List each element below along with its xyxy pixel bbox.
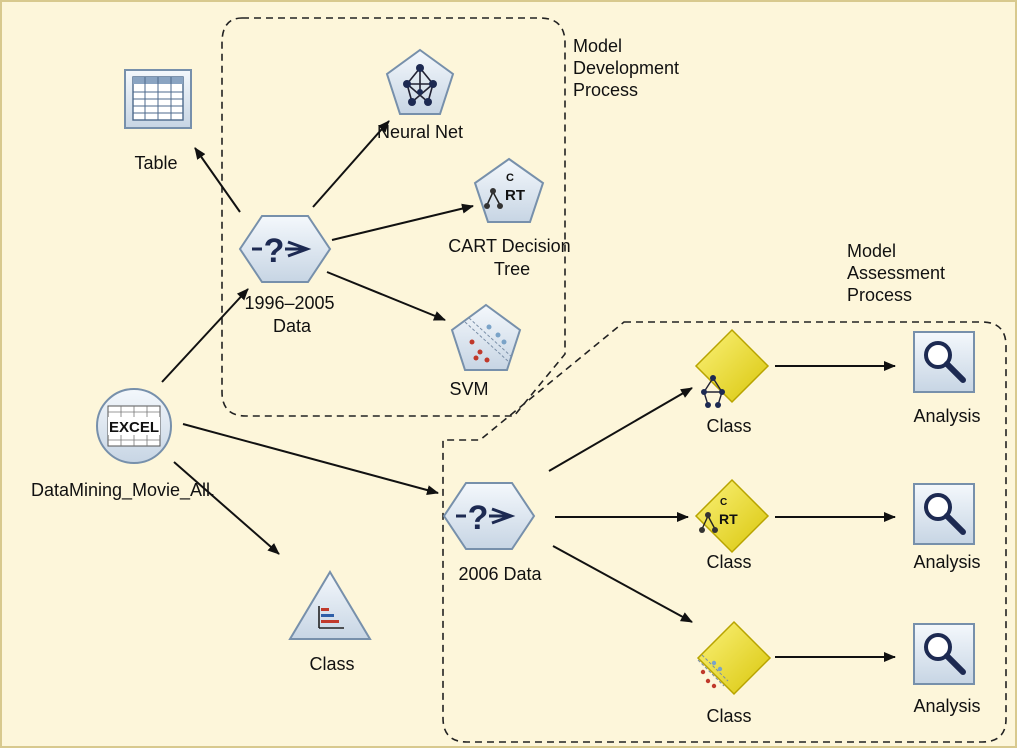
excel-source-node[interactable]: EXCEL DataMining_Movie_All.	[31, 388, 215, 501]
arrow-excel-to-classdist	[173, 461, 280, 555]
analysis-label-1: Analysis	[913, 406, 980, 426]
svm-model-nugget-icon	[696, 620, 772, 696]
svg-text:C: C	[506, 172, 514, 184]
class-distribution-label: Class	[309, 654, 354, 674]
cart-model-nugget-icon: C RT	[694, 478, 770, 554]
svm-class-label: Class	[706, 706, 751, 726]
analysis-node-3[interactable]: Analysis	[913, 623, 981, 716]
cart-node[interactable]: C RT CART Decision Tree	[448, 157, 575, 279]
connectors	[161, 120, 896, 662]
select-filter-icon: ?	[238, 215, 332, 283]
distribution-chart-icon	[288, 570, 372, 640]
arrow-excel-to-filter2006	[182, 423, 439, 495]
cart-label: CART Decision Tree	[448, 236, 575, 279]
arrow-filter1996-to-table	[194, 147, 241, 213]
arrow-filter2006-to-svmclass	[552, 545, 693, 623]
magnifier-analysis-icon	[913, 483, 975, 545]
filter-2006-node[interactable]: ? 2006 Data	[442, 482, 543, 584]
analysis-label-2: Analysis	[913, 552, 980, 572]
table-node[interactable]: Table	[124, 69, 192, 173]
development-process-boundary	[221, 17, 566, 417]
svm-icon	[450, 303, 522, 371]
class-distribution-node[interactable]: Class	[288, 570, 372, 674]
arrow-excel-to-filter1996	[161, 288, 249, 383]
svg-text:?: ?	[468, 499, 489, 537]
assessment-process-label: Model Assessment Process	[847, 241, 950, 305]
assessment-process-boundary	[442, 321, 1007, 743]
cart-tree-icon: C RT	[473, 157, 545, 223]
filter-1996-2005-node[interactable]: ? 1996–2005 Data	[238, 215, 340, 336]
cart-class-label: Class	[706, 552, 751, 572]
svg-text:RT: RT	[719, 511, 738, 527]
nn-class-node[interactable]: Class	[694, 328, 770, 436]
nn-class-label: Class	[706, 416, 751, 436]
neural-net-label: Neural Net	[377, 122, 463, 142]
magnifier-analysis-icon	[913, 623, 975, 685]
analysis-node-1[interactable]: Analysis	[913, 331, 981, 426]
table-label: Table	[134, 153, 177, 173]
arrow-filter1996-to-svm	[326, 271, 446, 321]
svg-text:C: C	[720, 497, 727, 508]
development-process-label: Model Development Process	[573, 36, 684, 100]
svg-text:EXCEL: EXCEL	[109, 419, 159, 436]
svg-text:RT: RT	[505, 187, 525, 204]
analysis-node-2[interactable]: Analysis	[913, 483, 981, 572]
arrow-filter1996-to-cart	[331, 203, 474, 241]
filter-1996-2005-label: 1996–2005 Data	[244, 293, 339, 336]
neural-net-node[interactable]: Neural Net	[377, 48, 463, 142]
filter-2006-label: 2006 Data	[458, 564, 542, 584]
arrow-filter2006-to-nnclass	[548, 387, 693, 472]
select-filter-icon: ?	[442, 482, 536, 550]
svm-class-node[interactable]: Class	[696, 620, 772, 726]
svg-text:?: ?	[264, 232, 285, 270]
excel-source-label: DataMining_Movie_All.	[31, 480, 215, 501]
excel-source-icon: EXCEL	[96, 388, 172, 464]
neural-net-model-nugget-icon	[694, 328, 770, 408]
svm-node[interactable]: SVM	[449, 303, 522, 399]
cart-class-node[interactable]: C RT Class	[694, 478, 770, 572]
arrow-filter1996-to-neuralnet	[312, 120, 390, 208]
svm-label: SVM	[449, 379, 488, 399]
neural-net-icon	[385, 48, 455, 115]
magnifier-analysis-icon	[913, 331, 975, 393]
analysis-label-3: Analysis	[913, 696, 980, 716]
table-icon	[124, 69, 192, 129]
